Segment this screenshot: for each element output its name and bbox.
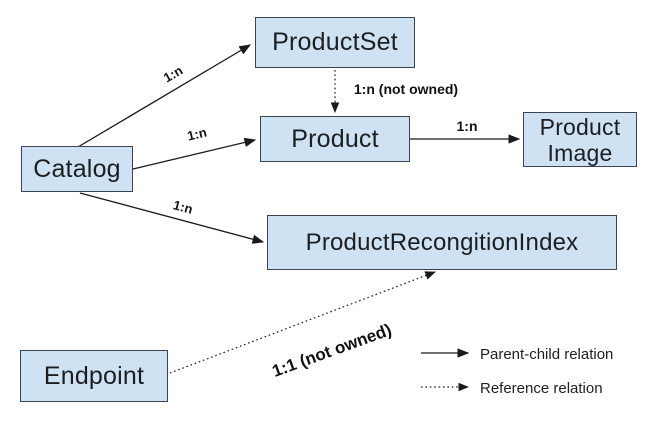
node-productset: ProductSet — [255, 17, 415, 68]
arrow-catalog-recognition-index — [79, 192, 265, 244]
node-product-recognition-index: ProductRecongitionIndex — [267, 215, 617, 270]
arrow-catalog-product — [132, 137, 257, 170]
node-product-image-line1: Product — [539, 113, 621, 140]
node-product-image: Product Image — [523, 112, 637, 167]
edge-label-product-productimage: 1:n — [456, 118, 478, 134]
node-product: Product — [260, 116, 410, 162]
arrow-catalog-productset — [77, 44, 252, 148]
node-catalog: Catalog — [21, 146, 133, 192]
node-endpoint: Endpoint — [20, 350, 168, 402]
legend-parent-child-label: Parent-child relation — [480, 346, 614, 363]
legend-reference-label: Reference relation — [480, 380, 603, 397]
node-product-image-line2: Image — [547, 139, 613, 166]
arrow-endpoint-recognition-index-reference — [169, 271, 437, 374]
edge-label-productset-product: 1:n (not owned) — [353, 81, 459, 97]
